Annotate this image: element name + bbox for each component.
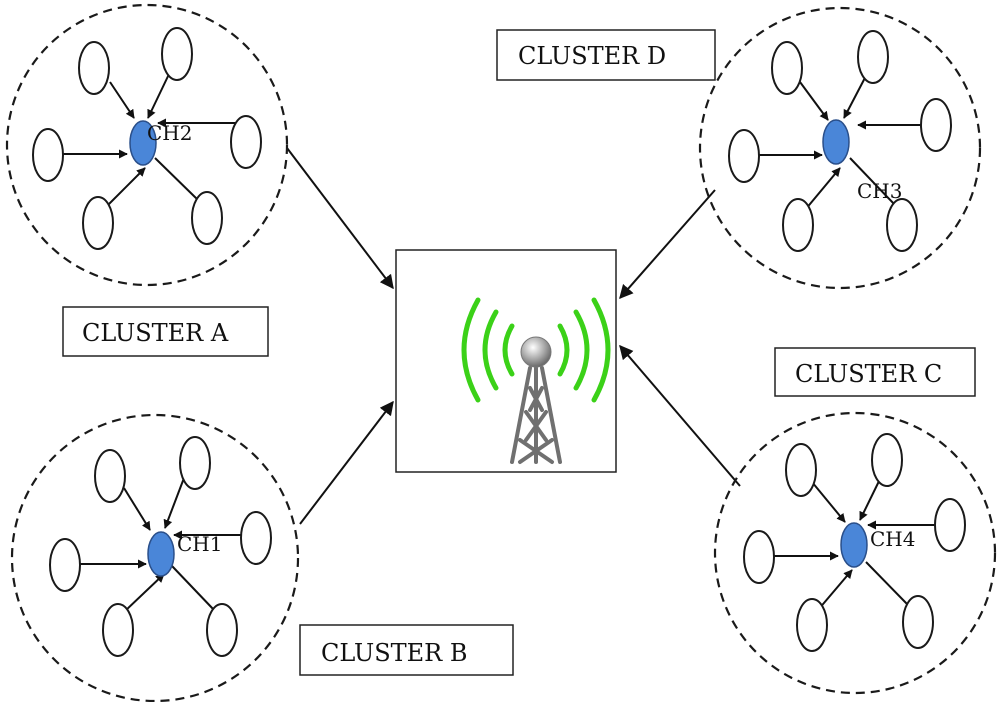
sensor-node <box>240 511 272 565</box>
node-to-head-link <box>123 487 151 531</box>
ch1-label: CH1 <box>177 532 222 556</box>
cluster-a-member-nodes <box>32 27 262 250</box>
cluster-a: CH2 <box>5 3 289 287</box>
cluster-label-d: CLUSTER D <box>496 29 716 81</box>
sensor-node <box>743 530 775 584</box>
node-to-head-link <box>104 167 146 209</box>
base-station <box>395 249 617 473</box>
uplinks <box>286 147 741 525</box>
node-to-head-link <box>817 569 853 611</box>
sensor-node <box>728 129 760 183</box>
cluster-b-member-nodes <box>49 436 272 657</box>
antenna-ball <box>520 336 552 368</box>
sensor-node <box>934 498 966 552</box>
sensor-node <box>32 128 64 182</box>
cluster-c-boundary <box>713 411 997 695</box>
node-to-head-link <box>811 481 846 523</box>
uplink-cluster-c <box>619 344 741 487</box>
ch3-label: CH3 <box>857 179 902 203</box>
cluster-a-edges <box>63 71 237 209</box>
cluster-head-ch3 <box>822 119 850 165</box>
sensor-node <box>782 198 814 252</box>
sensor-node <box>94 449 126 503</box>
node-to-head-link <box>163 477 185 529</box>
cluster-d-edges <box>758 71 930 211</box>
node-to-head-link <box>799 81 829 121</box>
node-to-head-link <box>804 167 841 211</box>
cluster-d-label: CLUSTER D <box>518 42 666 70</box>
sensor-node <box>796 598 828 652</box>
sensor-node <box>102 603 134 657</box>
ch4-label: CH4 <box>870 527 915 551</box>
cell-tower-icon <box>461 297 611 464</box>
cluster-b-edges <box>80 477 250 613</box>
sensor-node <box>902 595 934 649</box>
uplink-cluster-d <box>619 189 716 300</box>
sensor-node <box>179 436 211 490</box>
node-to-head-link <box>849 157 896 206</box>
sensor-node <box>871 433 903 487</box>
cluster-b-boundary <box>10 413 300 702</box>
node-to-head-link <box>154 157 199 201</box>
cluster-label-c: CLUSTER C <box>774 347 976 397</box>
node-to-head-link <box>171 565 215 611</box>
cluster-c-edges <box>774 474 945 611</box>
cluster-head-ch4 <box>840 522 868 568</box>
node-to-head-link <box>123 573 165 613</box>
cluster-head-ch1 <box>147 531 175 577</box>
node-to-head-link <box>147 71 171 119</box>
cluster-d: CH3 <box>698 6 982 290</box>
cluster-label-b: CLUSTER B <box>299 624 514 676</box>
sensor-node <box>920 98 952 152</box>
cluster-head-ch2 <box>129 120 157 166</box>
cluster-label-a: CLUSTER A <box>62 306 269 357</box>
sensor-node <box>785 443 817 497</box>
cluster-a-label: CLUSTER A <box>82 319 229 347</box>
sensor-node <box>49 538 81 592</box>
uplink-cluster-a <box>286 147 394 290</box>
sensor-node <box>771 41 803 95</box>
node-to-head-link <box>109 81 135 119</box>
sensor-node <box>857 30 889 84</box>
sensor-node <box>82 196 114 250</box>
sensor-node <box>78 41 110 95</box>
node-to-head-link <box>843 71 869 119</box>
cluster-b: CH1 <box>10 413 300 702</box>
sensor-node <box>206 603 238 657</box>
cluster-a-boundary <box>5 3 289 287</box>
uplink-cluster-b <box>299 400 394 525</box>
cluster-d-member-nodes <box>728 30 952 252</box>
cluster-b-label: CLUSTER B <box>321 639 468 667</box>
ch2-label: CH2 <box>147 121 192 145</box>
cluster-d-boundary <box>698 6 982 290</box>
sensor-node <box>161 27 193 81</box>
node-to-head-link <box>865 561 909 606</box>
sensor-node <box>230 115 262 169</box>
cluster-c-member-nodes <box>743 433 966 652</box>
sensor-node <box>886 198 918 252</box>
cluster-c: CH4 <box>713 411 997 695</box>
cluster-c-label: CLUSTER C <box>795 360 942 388</box>
tower-lattice <box>510 366 562 464</box>
sensor-node <box>191 191 223 245</box>
signal-waves-left <box>461 297 515 403</box>
signal-waves-right <box>557 297 611 403</box>
